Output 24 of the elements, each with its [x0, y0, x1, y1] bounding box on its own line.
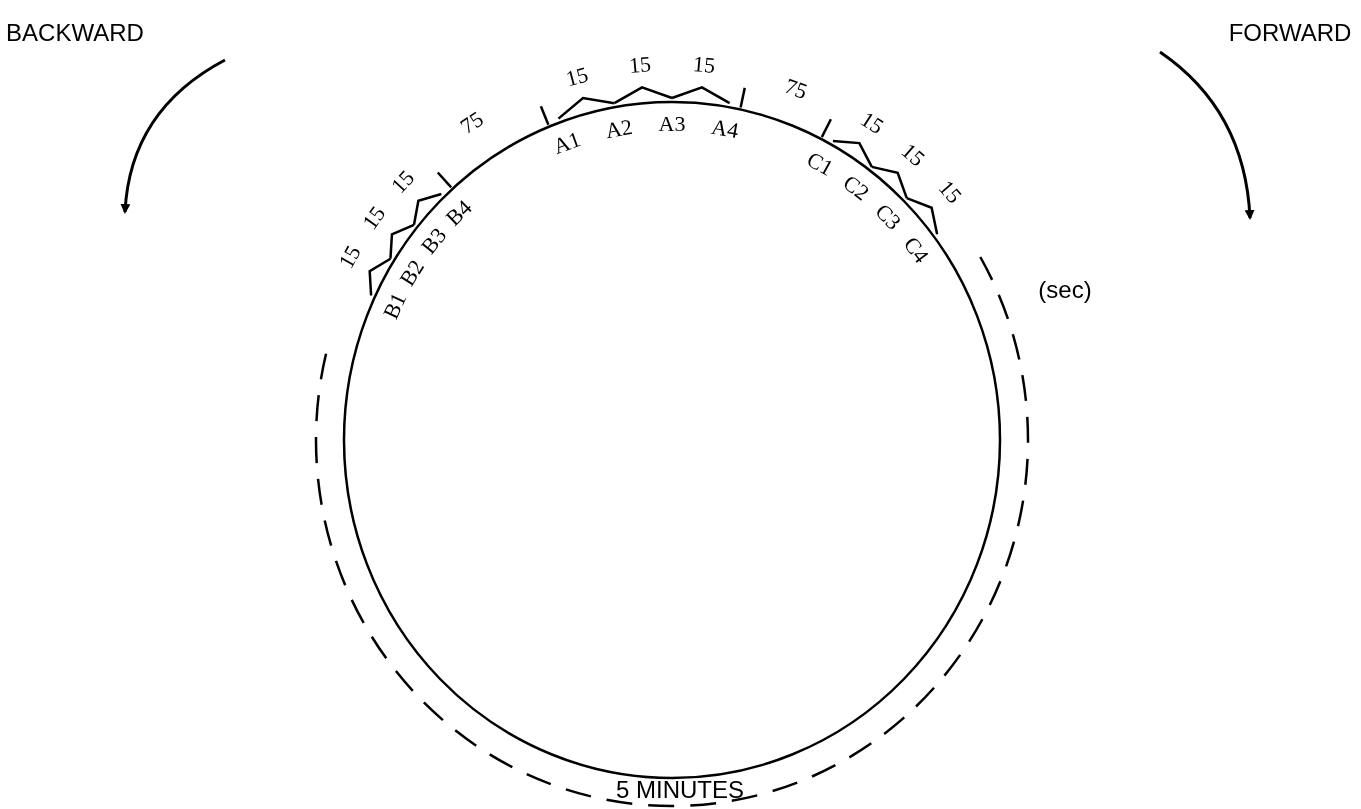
duration-label: 15 — [563, 63, 591, 91]
unit-label: (sec) — [1038, 278, 1092, 302]
duration-label: 15 — [358, 202, 390, 234]
point-label: C3 — [871, 199, 906, 234]
point-label: C4 — [899, 232, 933, 267]
duration-label: 15 — [387, 166, 419, 198]
point-label: A2 — [603, 115, 634, 142]
duration-label: 15 — [335, 241, 366, 272]
direction-label: FORWARD — [1228, 21, 1352, 45]
point-label: A3 — [658, 113, 686, 135]
point-label: A1 — [550, 128, 584, 158]
duration-label: 75 — [782, 74, 811, 103]
duration-label: 15 — [691, 53, 716, 78]
direction-label: BACKWARD — [6, 21, 144, 45]
point-label: C1 — [803, 147, 837, 180]
point-label: A4 — [709, 115, 741, 142]
point-label: C2 — [839, 171, 873, 205]
period-label: 5 MINUTES — [616, 778, 744, 802]
duration-label: 15 — [897, 139, 929, 171]
duration-label: 15 — [628, 53, 652, 78]
duration-label: 15 — [857, 107, 888, 139]
duration-label: 15 — [934, 176, 966, 208]
duration-label: 75 — [456, 107, 487, 139]
point-label: B1 — [379, 290, 411, 323]
